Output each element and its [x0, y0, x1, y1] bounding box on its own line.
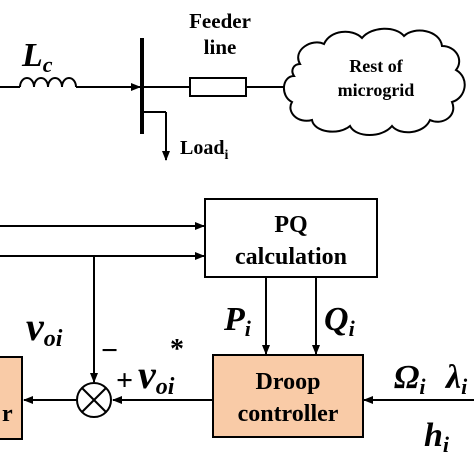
- cloud-label-line2: microgrid: [338, 80, 415, 100]
- minus-sign: −: [101, 334, 118, 367]
- left-controller-block: [0, 356, 23, 440]
- summing-junction-cross-2: [81, 387, 107, 413]
- voltage-measured-label: voi: [26, 304, 63, 352]
- pq-block-line1: PQ: [274, 212, 307, 238]
- p-label: Pi: [223, 301, 252, 341]
- pq-calculation-block: [204, 198, 378, 278]
- feeder-label-line1: Feeder: [189, 9, 251, 33]
- omega-label: Ωi: [394, 359, 426, 399]
- lambda-label: λi: [444, 359, 468, 399]
- feeder-line-resistor: [189, 77, 247, 97]
- q-label: Qi: [324, 301, 356, 341]
- voltage-reference-label: voi: [138, 352, 175, 400]
- cloud-label-line1: Rest of: [349, 56, 403, 76]
- pq-block-line2: calculation: [235, 244, 347, 270]
- droop-block-line1: Droop: [256, 369, 321, 395]
- h-label: hi: [424, 417, 450, 457]
- droop-controller-block: [212, 354, 364, 438]
- voltage-reference-star: *: [170, 334, 184, 365]
- inductor-label: Lc: [21, 37, 53, 77]
- droop-block-line2: controller: [238, 401, 339, 427]
- feeder-label-line2: line: [204, 35, 237, 59]
- load-label: Loadi: [180, 137, 228, 163]
- plus-sign: +: [116, 364, 133, 397]
- inductor-coil: [19, 77, 77, 88]
- left-block-label: r: [2, 401, 13, 427]
- rest-of-microgrid-cloud: [283, 27, 466, 136]
